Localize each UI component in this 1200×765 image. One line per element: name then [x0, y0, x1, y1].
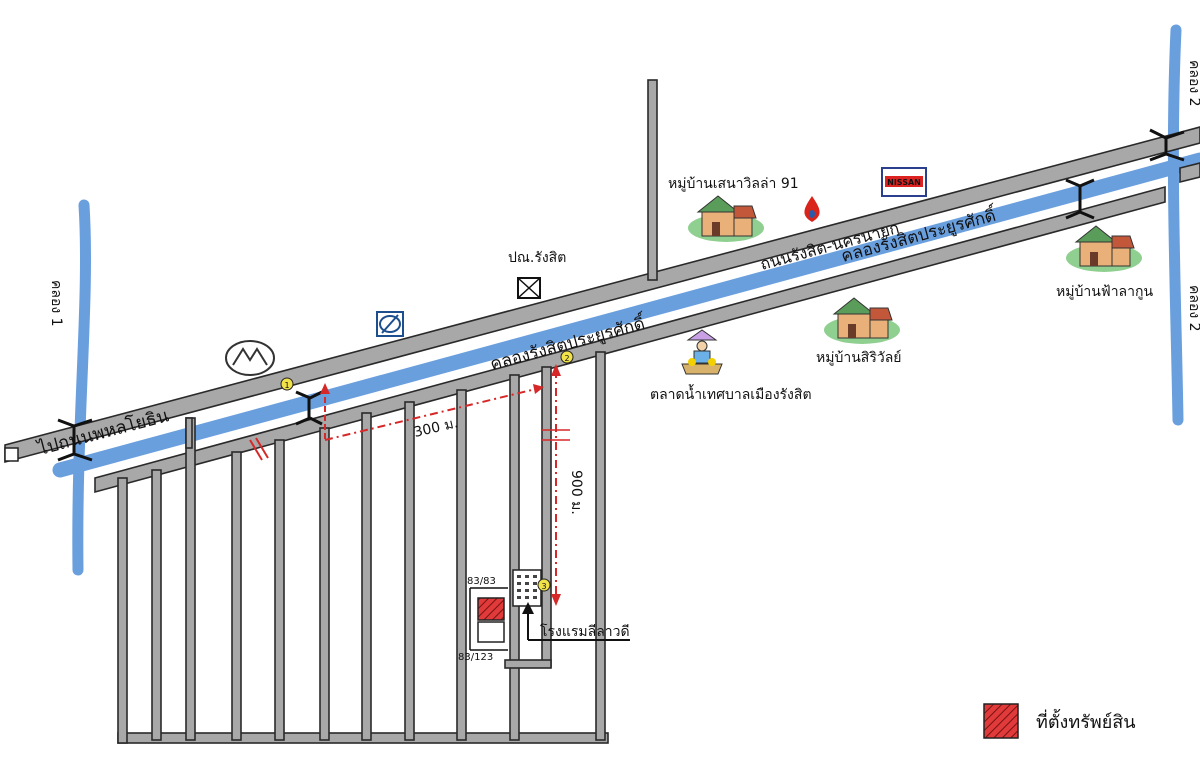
market-vendor-icon [681, 329, 723, 375]
frontage-road [94, 185, 1166, 494]
svg-text:1: 1 [284, 381, 289, 390]
distance-lines [249, 364, 570, 606]
north-arrow-icon [522, 602, 630, 641]
canal-klong-2 [1167, 24, 1184, 426]
klong2-top-label: คลอง 2 [1186, 60, 1200, 107]
canal-klong-1 [72, 199, 91, 576]
legend-property-label: ที่ตั้งทรัพย์สิน [1036, 709, 1136, 733]
marker-1: 1 [280, 377, 294, 391]
petrol-drop-icon [804, 196, 820, 222]
bridge-icon [57, 128, 1185, 462]
soi-group [117, 351, 609, 744]
marker-3: 3 [537, 578, 551, 592]
post-office-label: ปณ.รังสิต [508, 250, 566, 266]
house-icon [1066, 225, 1142, 272]
nissan-logo-icon: NISSAN [881, 167, 927, 197]
hotel-building-icon [512, 569, 542, 607]
floating-market-label: ตลาดน้ำเทศบาลเมืองรังสิต [650, 384, 812, 403]
plot-label-83-123: 83/123 [458, 652, 493, 663]
hotel-label: โรงแรมลีลาวดี [540, 623, 630, 640]
klong2-bottom-label: คลอง 2 [1186, 285, 1200, 332]
village-senavilla-label: หมู่บ้านเสนาวิลล่า 91 [668, 176, 799, 192]
marker-2: 2 [560, 350, 574, 364]
nissan-logo-text: NISSAN [887, 178, 921, 187]
house-icon [824, 297, 900, 344]
legend-property-swatch [983, 703, 1019, 739]
plot-label-83-83: 83/83 [467, 576, 496, 587]
klong1-label: คลอง 1 [48, 280, 64, 327]
soi-senavilla-road [647, 79, 658, 281]
distance-900m: 900 ม. [568, 470, 584, 515]
mazda-logo-icon [225, 340, 275, 376]
post-office-icon [517, 277, 541, 299]
svg-text:2: 2 [564, 354, 569, 363]
svg-text:3: 3 [541, 582, 546, 591]
distance-300m: 300 ม. [412, 415, 459, 441]
ptt-logo-icon [376, 311, 404, 337]
property-plot [469, 587, 508, 651]
right-road-stub [1179, 162, 1200, 184]
village-siriwan-label: หมู่บ้านสิริวัลย์ [816, 349, 901, 366]
road-end-arrow [4, 447, 19, 462]
canal-rangsit-prayoonsak [52, 152, 1200, 478]
house-icon [688, 195, 764, 242]
village-fah-lakun-label: หมู่บ้านฟ้าลากูน [1056, 284, 1153, 300]
legend: ที่ตั้งทรัพย์สิน [983, 703, 1136, 739]
